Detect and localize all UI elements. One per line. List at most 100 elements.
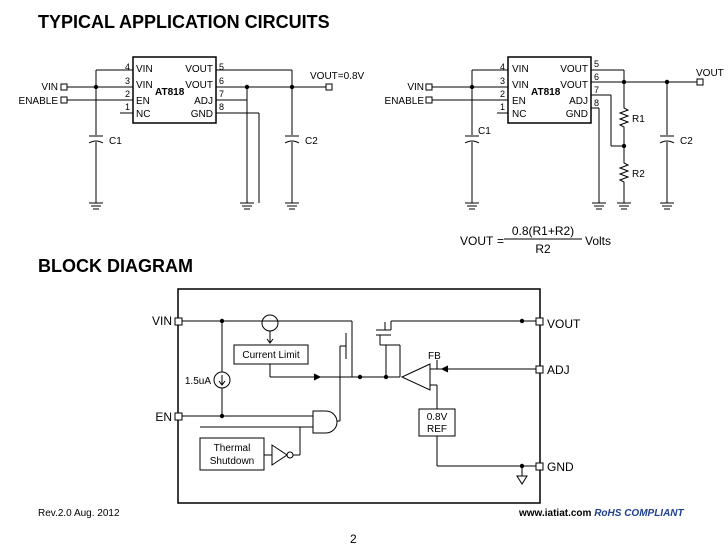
typical-circuits-heading: TYPICAL APPLICATION CIRCUITS — [38, 12, 330, 32]
ic-body — [132, 56, 217, 124]
block-en-label: EN — [155, 410, 172, 424]
ic-body — [507, 56, 592, 124]
pin-number: 3 — [500, 76, 505, 86]
current-limit-box — [233, 344, 309, 365]
sense-circle — [261, 314, 279, 332]
c2-label: C2 — [305, 136, 318, 147]
thermal-shutdown-box — [199, 437, 265, 471]
pin-number: 5 — [594, 59, 599, 69]
pin-label: VIN — [512, 64, 529, 75]
chip-name: AT818 — [155, 87, 185, 98]
ground-symbol — [285, 202, 299, 210]
left-application-circuit — [60, 56, 333, 210]
pin-label: GND — [566, 109, 588, 120]
pin-label: VOUT — [560, 64, 588, 75]
vin-label: VIN — [407, 82, 424, 93]
block-adj-pin — [535, 365, 544, 374]
thermal-label-line1: Thermal — [214, 443, 251, 454]
pin-label: EN — [512, 96, 526, 107]
pin-label: VIN — [512, 80, 529, 91]
c1-label: C1 — [478, 126, 491, 137]
formula-lhs: VOUT — [460, 234, 494, 248]
pin-number: 7 — [219, 89, 224, 99]
pin-label: EN — [136, 96, 150, 107]
vout-label: VOUT — [696, 68, 724, 79]
ground-symbol — [617, 202, 631, 210]
ref-label-line1: 0.8V — [427, 412, 448, 423]
vout-label: VOUT=0.8V — [310, 71, 365, 82]
block-outline — [177, 288, 541, 504]
c2-label: C2 — [680, 136, 693, 147]
r2-resistor — [618, 160, 630, 203]
pin-number: 4 — [125, 62, 130, 72]
pin-number: 3 — [125, 76, 130, 86]
pin-label: NC — [512, 109, 526, 120]
vin-terminal — [425, 83, 433, 91]
block-vout-label: VOUT — [547, 317, 581, 331]
pin-label: ADJ — [569, 96, 588, 107]
pin-label: VOUT — [560, 80, 588, 91]
block-vin-pin — [174, 317, 183, 326]
pin-number: 4 — [500, 62, 505, 72]
block-diagram-heading: BLOCK DIAGRAM — [38, 256, 193, 276]
vin-terminal — [60, 83, 68, 91]
ground-symbol — [465, 202, 479, 210]
ground-symbol — [89, 202, 103, 210]
ground-triangle — [516, 475, 528, 485]
block-diagram — [174, 288, 544, 504]
pin-number: 7 — [594, 85, 599, 95]
pin-label: VOUT — [185, 80, 213, 91]
footer-brand: www.iatiat.com RoHS COMPLIANT — [519, 508, 684, 519]
current-limit-label: Current Limit — [242, 350, 299, 361]
ref-label-line2: REF — [427, 424, 447, 435]
formula-equals: = — [497, 234, 504, 248]
pin-number: 8 — [219, 102, 224, 112]
pin-number: 6 — [219, 76, 224, 86]
pin-label: VIN — [136, 64, 153, 75]
chip-name: AT818 — [531, 87, 561, 98]
pin-number: 5 — [219, 62, 224, 72]
and-gate — [312, 410, 338, 434]
pin-number: 2 — [500, 89, 505, 99]
r1-label: R1 — [632, 114, 645, 125]
enable-label: ENABLE — [385, 96, 425, 107]
right-application-circuit — [425, 56, 704, 210]
pin-label: ADJ — [194, 96, 213, 107]
block-gnd-pin — [535, 462, 544, 471]
enable-terminal — [425, 96, 433, 104]
pin-label: GND — [191, 109, 213, 120]
ground-symbol — [592, 202, 606, 210]
formula-unit: Volts — [585, 234, 611, 248]
error-amplifier — [400, 363, 431, 391]
fb-label: FB — [428, 351, 441, 362]
pin-label: VIN — [136, 80, 153, 91]
revision-text: Rev.2.0 Aug. 2012 — [38, 508, 120, 519]
enable-label: ENABLE — [19, 96, 59, 107]
pin-label: VOUT — [185, 64, 213, 75]
website-link[interactable]: www.iatiat.com — [519, 508, 592, 519]
pin-number: 2 — [125, 89, 130, 99]
pin-number: 8 — [594, 98, 599, 108]
r1-resistor — [618, 105, 630, 140]
block-en-pin — [174, 412, 183, 421]
block-vin-label: VIN — [152, 314, 172, 328]
block-adj-label: ADJ — [547, 363, 570, 377]
pin-number: 1 — [500, 102, 505, 112]
vin-label: VIN — [41, 82, 58, 93]
formula-denominator: R2 — [535, 242, 551, 256]
thermal-label-line2: Shutdown — [210, 456, 254, 467]
ground-symbol — [240, 202, 254, 210]
r2-label: R2 — [632, 169, 645, 180]
block-vout-pin — [535, 317, 544, 326]
bias-current-label: 1.5uA — [185, 376, 211, 387]
vout-terminal — [325, 83, 333, 91]
page-number: 2 — [350, 532, 357, 546]
pin-label: NC — [136, 109, 150, 120]
pin-number: 1 — [125, 102, 130, 112]
inverter — [271, 444, 288, 466]
pin-number: 6 — [594, 72, 599, 82]
c1-label: C1 — [109, 136, 122, 147]
block-gnd-label: GND — [547, 460, 574, 474]
enable-terminal — [60, 96, 68, 104]
